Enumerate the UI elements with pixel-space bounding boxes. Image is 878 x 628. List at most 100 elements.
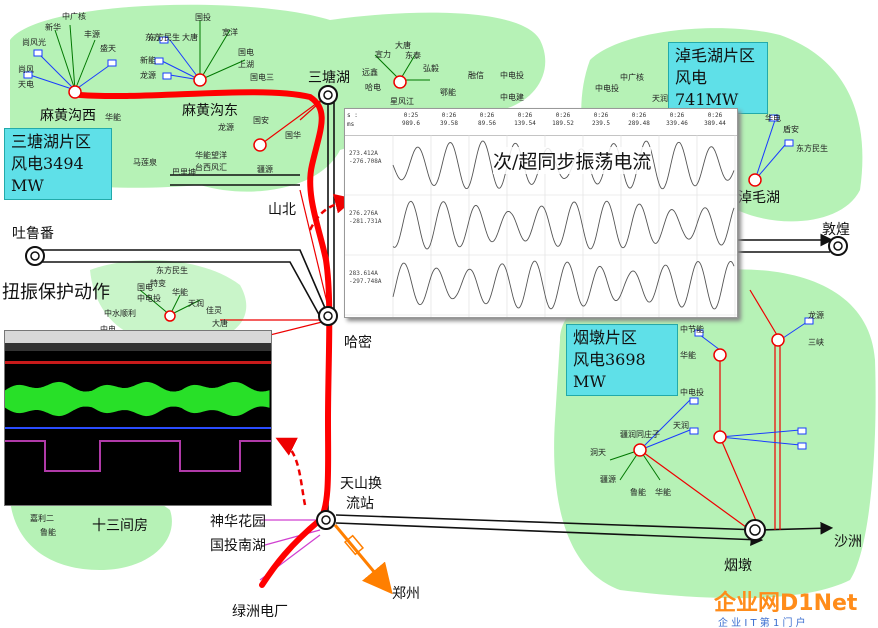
svg-text:华能: 华能	[105, 112, 121, 122]
wind-farm-labels: 中广核 新华 丰源 尚风光 盛天 尚风 天电 东方 国投 东方民生 大唐 宽洋 …	[18, 11, 828, 537]
svg-text:大唐: 大唐	[182, 32, 198, 42]
svg-text:中水顺利: 中水顺利	[104, 308, 136, 318]
wind-farm-boxes	[23, 36, 814, 450]
wind-collector-nodes	[68, 73, 785, 457]
watermark-sub: 企 业 I T 第 1 门 户	[718, 616, 806, 628]
svg-text:新华: 新华	[45, 22, 61, 32]
svg-text:疆润同庄子: 疆润同庄子	[620, 429, 660, 439]
svg-text:盾安: 盾安	[783, 124, 799, 134]
svg-text:华能: 华能	[655, 487, 671, 497]
station-mahuanggouxi: 麻黄沟西	[40, 107, 96, 124]
red-network-lines	[220, 94, 781, 531]
svg-text:华能: 华能	[680, 350, 696, 360]
region-box-santanghu: 三塘湖片区 风电3494 MW	[4, 128, 112, 200]
hvdc-line-zhengzhou	[333, 524, 393, 595]
channel-min-label: -297.748A	[349, 278, 382, 285]
torsion-protection-label: 扭振保护动作	[2, 282, 110, 303]
region-box-yandun: 烟墩片区 风电3698 MW	[566, 324, 678, 396]
station-hami: 哈密	[344, 334, 372, 351]
svg-text:华能: 华能	[172, 287, 188, 297]
svg-text:国电: 国电	[137, 282, 153, 292]
svg-text:马莲泉: 马莲泉	[133, 157, 157, 167]
channel-min-label: -276.708A	[349, 158, 382, 165]
station-dunhuang: 敦煌	[822, 222, 850, 238]
current-waveform-2	[392, 200, 735, 250]
svg-text:东方: 东方	[145, 32, 161, 42]
svg-text:中电投: 中电投	[137, 293, 161, 303]
scope-toolbar-2	[5, 343, 271, 351]
svg-text:鲁能: 鲁能	[630, 487, 646, 497]
svg-text:华能望洋: 华能望洋	[195, 150, 227, 160]
svg-text:东方民生: 东方民生	[148, 32, 180, 42]
svg-text:嘉利二: 嘉利二	[30, 513, 54, 523]
svg-text:尚风光: 尚风光	[22, 37, 46, 47]
scope-window	[4, 330, 272, 506]
station-santanghu: 三塘湖	[308, 70, 350, 86]
svg-text:三峡: 三峡	[808, 337, 824, 347]
station-tulufan: 吐鲁番	[12, 226, 54, 242]
svg-text:东泰: 东泰	[405, 50, 421, 60]
fault-dash-arrow-top	[308, 193, 355, 231]
station-guotou: 国投南湖	[210, 538, 266, 554]
svg-text:鄂能: 鄂能	[440, 87, 456, 97]
watermark-brand: 企业网D1Net	[713, 590, 858, 616]
svg-text:特变: 特变	[150, 278, 166, 288]
station-zhengzhou: 郑州	[392, 586, 420, 602]
svg-text:新能: 新能	[140, 55, 156, 65]
svg-text:中广核: 中广核	[62, 11, 86, 21]
region-santanghu-area	[10, 4, 546, 192]
svg-text:天电: 天电	[18, 79, 34, 89]
svg-text:大唐: 大唐	[212, 318, 228, 328]
channel-max-label: 283.614A	[349, 270, 378, 277]
svg-text:天润: 天润	[188, 298, 204, 308]
svg-text:宣力: 宣力	[375, 49, 391, 59]
svg-text:佳灵: 佳灵	[206, 305, 222, 315]
svg-text:中电: 中电	[100, 324, 116, 334]
svg-text:宽洋: 宽洋	[222, 27, 238, 37]
svg-text:中节能: 中节能	[680, 324, 704, 334]
svg-text:大唐: 大唐	[395, 40, 411, 50]
svg-text:国电三: 国电三	[250, 72, 274, 82]
station-shazhou: 沙洲	[834, 534, 862, 550]
svg-text:国安: 国安	[253, 115, 269, 125]
current-waveform-3	[392, 260, 735, 310]
station-mahuanggoudong: 麻黄沟东	[182, 102, 238, 119]
station-tianshan-2: 流站	[346, 496, 374, 512]
region-box-zhuomaohu: 淖毛湖片区 风电741MW	[668, 42, 768, 114]
svg-text:丰源: 丰源	[84, 29, 100, 39]
svg-text:天润: 天润	[673, 420, 689, 430]
header-prefix-ms: ms	[347, 121, 355, 128]
svg-text:远鑫: 远鑫	[362, 67, 378, 77]
svg-text:中电投: 中电投	[680, 387, 704, 397]
station-shenhua: 神华花园	[210, 514, 266, 530]
svg-text:融信: 融信	[468, 70, 484, 80]
station-shanbei: 山北	[268, 202, 296, 218]
svg-text:中电投: 中电投	[500, 70, 524, 80]
ssr-current-label: 次/超同步振荡电流	[493, 147, 652, 174]
station-tianshan: 天山换	[340, 475, 382, 492]
svg-text:东方民生: 东方民生	[156, 265, 188, 275]
svg-text:疆源: 疆源	[257, 165, 273, 174]
fault-dash-arrow-bottom	[275, 437, 307, 506]
svg-text:龙源: 龙源	[140, 70, 156, 80]
svg-text:盛天: 盛天	[100, 43, 116, 53]
svg-text:国投: 国投	[195, 12, 211, 22]
current-waveform-1	[392, 140, 735, 190]
svg-text:鲁能: 鲁能	[40, 527, 56, 537]
hvdc-converter-symbol	[343, 534, 365, 556]
blue-feeders	[29, 39, 811, 451]
svg-text:中电建: 中电建	[500, 92, 524, 102]
svg-text:疆源: 疆源	[600, 475, 616, 484]
region-south-area	[10, 487, 172, 570]
svg-text:洞天: 洞天	[590, 447, 606, 457]
svg-text:中广核: 中广核	[620, 72, 644, 82]
svg-text:台西风汇: 台西风汇	[195, 162, 227, 172]
